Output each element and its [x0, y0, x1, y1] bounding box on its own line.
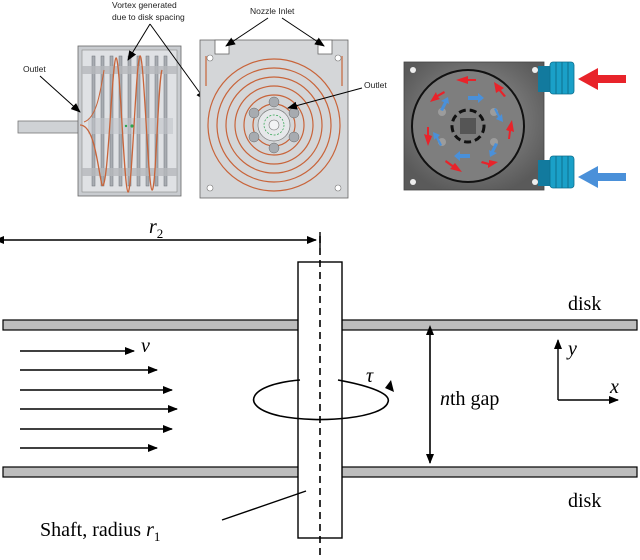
shaft-label: Shaft, radius r1: [40, 519, 160, 544]
inner-flow-arrows: [433, 93, 503, 161]
nozzle-inlet-label: Nozzle Inlet: [250, 6, 295, 16]
r2-label: r2: [149, 216, 163, 241]
tau-label: τ: [366, 365, 374, 387]
side-section-view: [17, 45, 182, 197]
shaft-leader-line: [221, 490, 307, 521]
outlet-right-label: Outlet: [364, 80, 387, 90]
x-axis-label: x: [609, 376, 619, 398]
disk-top-label: disk: [568, 293, 601, 315]
outlet-left-label: Outlet: [23, 64, 46, 74]
vortex-label-line1: Vortex generated: [112, 0, 177, 10]
assembly-photo: [403, 61, 575, 191]
outer-flow-arrows: [424, 76, 514, 172]
velocity-arrows: [20, 347, 178, 452]
velocity-label: v: [141, 335, 150, 357]
torque-arc: [252, 379, 389, 421]
schematic: r2 disk disk v τ nth gap y x: [0, 216, 638, 560]
y-axis-label: y: [566, 338, 577, 360]
hot-inlet-arrow: [578, 68, 626, 90]
front-section-view: [199, 39, 349, 199]
disk-bottom-label: disk: [568, 490, 601, 512]
vortex-label-line2: due to disk spacing: [112, 12, 185, 22]
cold-inlet-arrow: [578, 166, 626, 188]
shaft: [297, 261, 343, 539]
vortex-trace: [79, 55, 163, 193]
gap-label: nth gap: [440, 388, 499, 410]
